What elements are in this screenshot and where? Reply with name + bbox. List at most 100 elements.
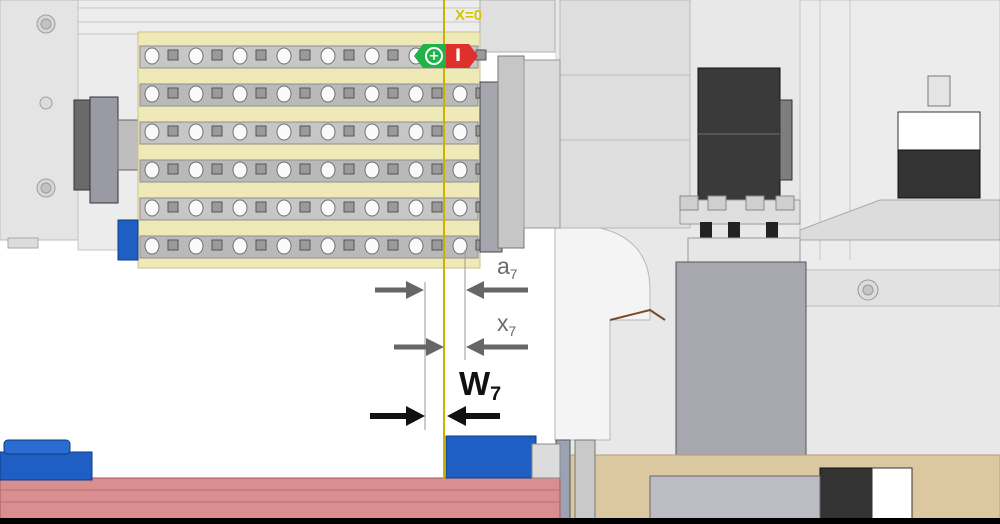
blue-block-bottom-left [0, 451, 93, 481]
chain-pin [343, 87, 355, 99]
chain-hole [408, 161, 424, 179]
arrow-a7-left [375, 281, 424, 299]
right-black-block [897, 149, 981, 199]
left-foot [7, 237, 39, 249]
clamp-knob [707, 195, 727, 211]
chain-pin [343, 125, 355, 137]
chain-pin [343, 201, 355, 213]
left-housing [0, 0, 79, 241]
right-slope [799, 199, 1000, 241]
nut-icon [927, 75, 951, 107]
chain-hole [320, 85, 336, 103]
chain-pin [211, 49, 223, 61]
chain-hole [452, 237, 468, 255]
arrow-a7-right [466, 281, 528, 299]
chain-hole [232, 237, 248, 255]
chain-hole [364, 123, 380, 141]
chain-hole [188, 47, 204, 65]
arrow-w7-left [370, 406, 425, 426]
chain-hole [408, 199, 424, 217]
arrow-x7-left [394, 338, 444, 356]
plus-icon: + [425, 47, 443, 65]
chain-pin [211, 163, 223, 175]
clamp-knob [745, 195, 765, 211]
bottom-border [0, 518, 1000, 524]
chain-pin [255, 87, 267, 99]
chain-pin [255, 201, 267, 213]
chain-hole [188, 199, 204, 217]
chain-hole [276, 237, 292, 255]
chain-hole [364, 161, 380, 179]
chain-pin [255, 239, 267, 251]
chain-hole [276, 47, 292, 65]
chain-pin [431, 239, 443, 251]
chain-pin [167, 239, 179, 251]
chain-hole [232, 47, 248, 65]
clamp-knob [679, 195, 699, 211]
chain-pin [211, 201, 223, 213]
bolt-icon [40, 182, 52, 194]
zero-line-label: X=0 [455, 7, 483, 24]
clamp-base [687, 237, 801, 263]
spindle-coupling [89, 96, 119, 204]
blue-block-left [117, 219, 139, 261]
chain-pin [299, 125, 311, 137]
chain-rows [139, 45, 487, 259]
chain-pin [387, 87, 399, 99]
chain-hole [144, 123, 160, 141]
chain-hole [144, 47, 160, 65]
chain-hole [452, 85, 468, 103]
chain-pin [299, 49, 311, 61]
chain-hole [364, 199, 380, 217]
chain-pin [167, 49, 179, 61]
chain-pin [431, 201, 443, 213]
x-subscript: 7 [508, 324, 517, 339]
dimension-label-a7: a7 [497, 255, 517, 282]
chain-pin [167, 201, 179, 213]
chain-pin [343, 49, 355, 61]
chain-hole [320, 123, 336, 141]
chain-hole [408, 85, 424, 103]
top-frame [77, 0, 549, 35]
bottom-plate [649, 475, 821, 524]
blue-block-cap [3, 439, 71, 455]
chain-hole [364, 47, 380, 65]
chain-pin [343, 239, 355, 251]
chain-hole [408, 237, 424, 255]
chain-hole [188, 85, 204, 103]
chain-pin [475, 49, 487, 61]
chain-pin [343, 163, 355, 175]
arrow-x7-right [466, 338, 528, 356]
chain-pin [299, 201, 311, 213]
x-letter: x [497, 310, 509, 336]
chain-hole [320, 47, 336, 65]
chain-pin [299, 239, 311, 251]
chain-hole [276, 85, 292, 103]
chain-pin [211, 239, 223, 251]
chain-hole [144, 199, 160, 217]
chain-pin [387, 49, 399, 61]
blue-block-bottom-right [445, 435, 537, 479]
bolt-icon [39, 96, 53, 110]
support-column [675, 261, 807, 485]
right-bracket [523, 59, 561, 229]
motor-side [779, 99, 793, 181]
bottom-white-block [871, 467, 913, 521]
right-white-block [897, 111, 981, 153]
chain-hole [276, 199, 292, 217]
chain-pin [299, 87, 311, 99]
dimension-label-w7: W7 [459, 367, 501, 405]
chain-hole [188, 161, 204, 179]
right-panel [559, 0, 691, 229]
chain-pin [387, 163, 399, 175]
arrow-w7-right [447, 406, 500, 426]
chain-hole [144, 237, 160, 255]
minus-icon: I [454, 46, 462, 66]
chain-pin [167, 87, 179, 99]
chain-hole [232, 85, 248, 103]
chain-pin [255, 49, 267, 61]
chain-pin [387, 239, 399, 251]
chain-hole [276, 123, 292, 141]
chain-pin [167, 163, 179, 175]
